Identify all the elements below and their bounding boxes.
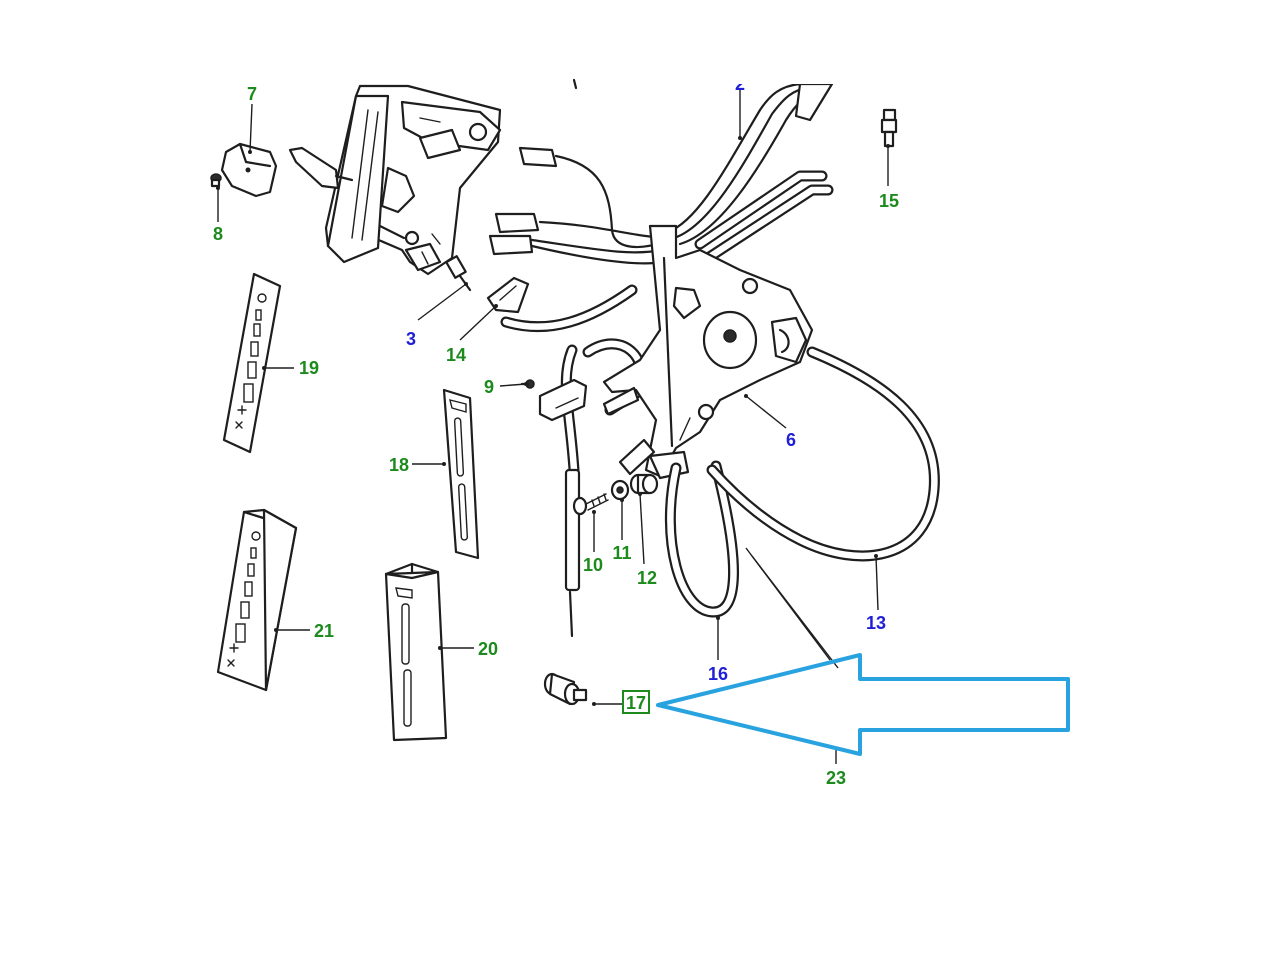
callout-6: 6 bbox=[786, 430, 796, 450]
part-12-bush bbox=[629, 473, 659, 495]
callout-15: 15 bbox=[879, 191, 899, 211]
part-21-bezel bbox=[216, 508, 298, 692]
part-16-u-cable bbox=[664, 460, 739, 618]
part-7-knob bbox=[220, 142, 278, 198]
callout-17: 17 bbox=[626, 693, 646, 713]
cable-harness bbox=[488, 82, 834, 476]
highlight-arrow-icon bbox=[656, 653, 1070, 756]
part-8-screw bbox=[210, 173, 222, 188]
part-18-bezel bbox=[442, 388, 480, 560]
leader-lines bbox=[216, 90, 890, 764]
part-20-bezel bbox=[384, 562, 448, 742]
callout-14: 14 bbox=[446, 345, 466, 365]
highlight-box-17 bbox=[622, 690, 650, 714]
callout-19: 19 bbox=[299, 358, 319, 378]
part-23-cable bbox=[745, 547, 839, 669]
part-17-switch bbox=[543, 672, 588, 706]
callout-13: 13 bbox=[866, 613, 886, 633]
part-13-cable bbox=[706, 346, 940, 562]
upper-bracket-assembly bbox=[288, 84, 502, 276]
callout-3: 3 bbox=[406, 329, 416, 349]
callout-7: 7 bbox=[247, 84, 257, 104]
cropped-fragment bbox=[572, 78, 578, 90]
part-10-bolt bbox=[572, 493, 609, 516]
callout-labels: 7 8 3 14 19 9 18 21 20 10 11 12 6 13 16 … bbox=[213, 74, 899, 788]
callout-20: 20 bbox=[478, 639, 498, 659]
callout-11: 11 bbox=[612, 543, 631, 563]
vertical-rod bbox=[564, 468, 581, 638]
part-6-lever-plate bbox=[602, 224, 814, 480]
top-crop-mask bbox=[300, 0, 860, 84]
lever-knob bbox=[538, 378, 588, 422]
part-15-stud bbox=[880, 108, 898, 148]
callout-18: 18 bbox=[389, 455, 409, 475]
callout-9: 9 bbox=[484, 377, 494, 397]
callout-8: 8 bbox=[213, 224, 223, 244]
part-19-bezel bbox=[222, 272, 282, 454]
callout-16: 16 bbox=[708, 664, 728, 684]
callout-12: 12 bbox=[637, 568, 657, 588]
callout-23: 23 bbox=[826, 768, 846, 788]
part-11-washer bbox=[610, 479, 630, 501]
part-14-clip bbox=[486, 276, 530, 314]
callout-10: 10 bbox=[583, 555, 603, 575]
callout-21: 21 bbox=[314, 621, 334, 641]
